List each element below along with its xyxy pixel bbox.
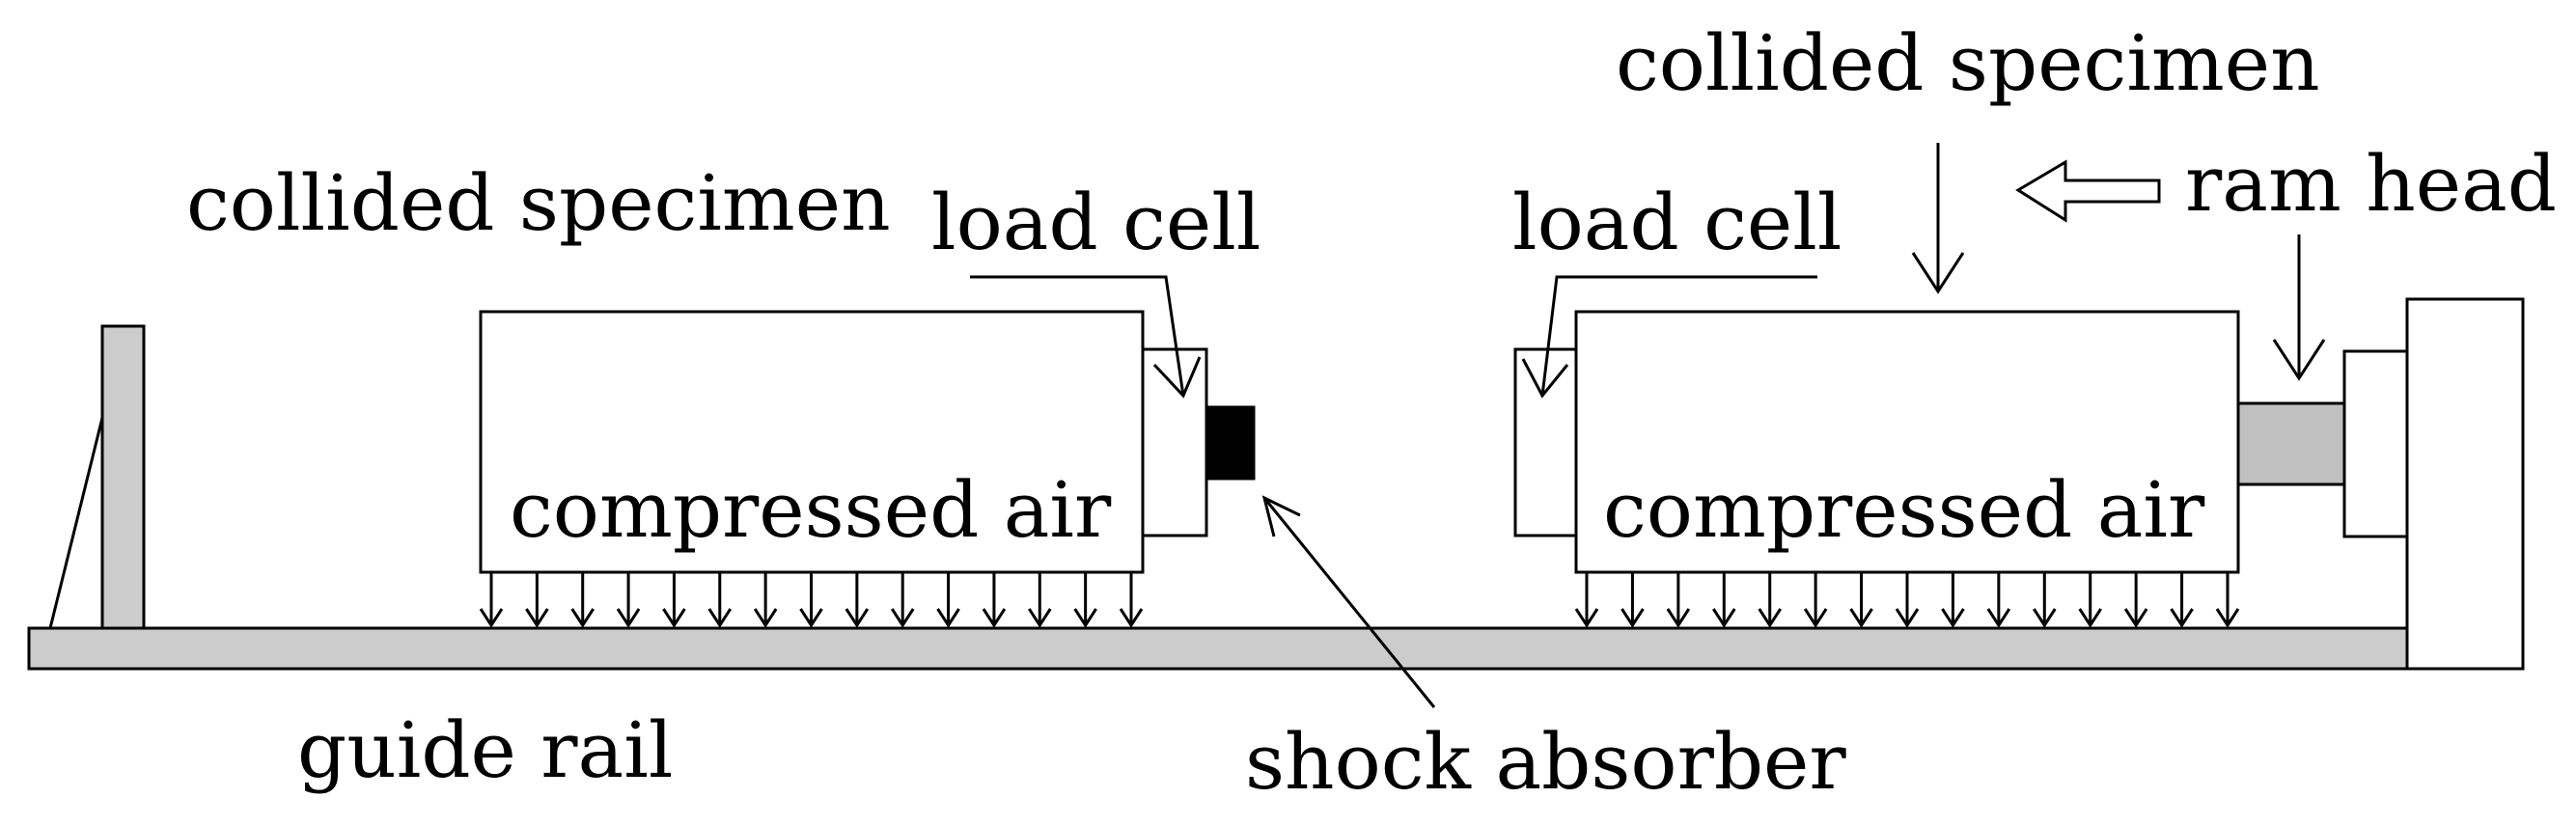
label-compressed-air-right: compressed air [1603, 465, 2205, 555]
air-jet-arrow-head [479, 608, 504, 628]
right-load-cell-arrowhead [1521, 358, 1569, 399]
left-load-cell [1141, 347, 1208, 537]
shock-absorber-leader [1262, 497, 1436, 708]
motion-direction-arrow [2015, 159, 2161, 223]
shock-absorber [1205, 405, 1256, 481]
right-load-cell-leader [1540, 275, 1817, 397]
air-jet-arrow-head [845, 608, 870, 628]
left-load-cell-leader [970, 275, 1185, 397]
air-jet-arrow-head [982, 608, 1007, 628]
air-jet-arrow-head [707, 608, 733, 628]
ram-head [2342, 349, 2409, 538]
ram-frame [2405, 297, 2525, 671]
air-jet-arrow-head [2123, 608, 2148, 628]
air-jet-arrow-head [1119, 608, 1144, 628]
right-air-arrows [1574, 572, 2240, 628]
ram-head-pointer-head [2272, 339, 2326, 381]
air-jet-arrow-head [2033, 608, 2057, 628]
air-jet-arrow-head [1712, 608, 1736, 628]
air-jet-arrow-head [1941, 608, 1965, 628]
air-jet-arrow-head [799, 608, 823, 628]
label-collided-specimen-right: collided specimen [1616, 18, 2320, 108]
air-jet-arrow-head [525, 608, 549, 628]
label-load-cell-left: load cell [931, 178, 1260, 267]
air-jet-arrow-head [1758, 608, 1782, 628]
right-specimen-pointer-head [1911, 252, 1965, 294]
air-jet-arrow-head [1986, 608, 2011, 628]
air-jet-arrow-head [662, 608, 686, 628]
air-jet-arrow-head [753, 608, 778, 628]
air-jet-arrow-head [2215, 608, 2240, 628]
air-jet-arrow-head [570, 608, 595, 628]
air-jet-arrow-head [1574, 608, 1599, 628]
air-jet-arrow-head [1849, 608, 1873, 628]
label-ram-head: ram head [2185, 139, 2557, 229]
label-shock-absorber: shock absorber [1245, 717, 1846, 807]
air-jet-arrow-head [1073, 608, 1097, 628]
end-stop-post [100, 324, 146, 630]
left-specimen-body [479, 310, 1145, 574]
label-collided-specimen-left: collided specimen [186, 158, 891, 248]
air-jet-arrow-head [1620, 608, 1645, 628]
air-jet-arrow-head [1803, 608, 1828, 628]
guide-rail [27, 626, 2411, 671]
ram-rod [2236, 401, 2346, 486]
left-load-cell-arrowhead [1152, 356, 1202, 399]
air-jet-arrow-head [2078, 608, 2102, 628]
air-jet-arrow-head [616, 608, 641, 628]
air-jet-arrow-head [2170, 608, 2194, 628]
air-jet-arrow-head [936, 608, 960, 628]
label-guide-rail: guide rail [297, 705, 673, 795]
air-jet-arrow-head [1895, 608, 1920, 628]
label-compressed-air-left: compressed air [510, 465, 1112, 555]
label-load-cell-right: load cell [1512, 178, 1842, 267]
shock-absorber-arrowhead [1261, 495, 1301, 537]
end-stop-brace [48, 417, 104, 629]
air-jet-arrow-head [1028, 608, 1052, 628]
air-jet-arrow-head [1666, 608, 1691, 628]
air-jet-arrow-head [890, 608, 915, 628]
right-specimen-body [1574, 310, 2240, 574]
left-air-arrows [479, 572, 1144, 628]
